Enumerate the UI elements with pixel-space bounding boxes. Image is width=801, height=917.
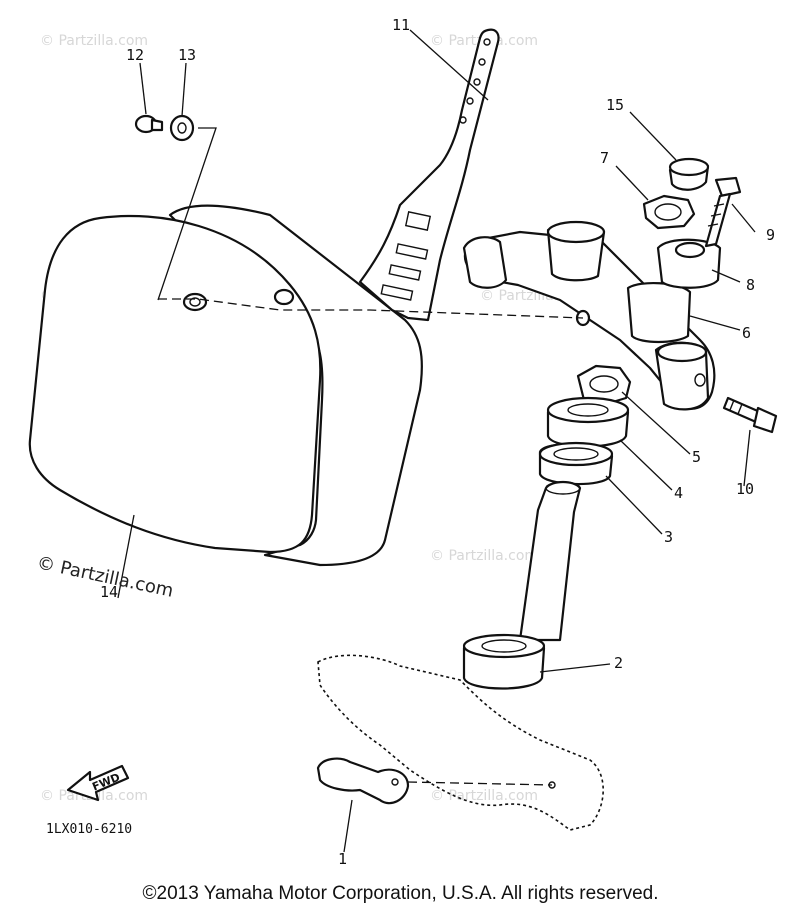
part-labels: 11 12 13 15 7 9 8 6 5 10 4 3 2 1 14 — [100, 16, 775, 868]
cable-guide — [316, 757, 410, 805]
part-label-15: 15 — [606, 96, 624, 114]
watermark: © Partzilla.com — [430, 548, 538, 564]
bolt-12 — [134, 114, 164, 134]
fwd-arrow-icon: FWD — [66, 764, 130, 802]
bolt-10 — [722, 396, 778, 434]
assembly-line — [158, 298, 584, 319]
part-label-7: 7 — [600, 149, 609, 167]
part-label-14: 14 — [100, 583, 118, 601]
part-label-2: 2 — [614, 654, 623, 672]
washer-13 — [169, 114, 195, 142]
part-label-6: 6 — [742, 324, 751, 342]
upper-bracket — [462, 220, 716, 411]
part-label-11: 11 — [392, 16, 410, 34]
part-label-3: 3 — [664, 528, 673, 546]
watermark: © Partzilla.com — [430, 788, 538, 804]
bearing-lower — [462, 633, 546, 690]
upper-holder — [656, 238, 722, 289]
number-plate — [28, 204, 423, 567]
bearing-cover — [546, 396, 630, 448]
copyright-notice: ©2013 Yamaha Motor Corporation, U.S.A. A… — [142, 883, 659, 904]
part-label-9: 9 — [766, 226, 775, 244]
assembly-line — [157, 127, 217, 301]
bolt-9 — [704, 176, 742, 248]
part-label-13: 13 — [178, 46, 196, 64]
part-label-12: 12 — [126, 46, 144, 64]
nut-7 — [642, 194, 696, 230]
diagram-code: 1LX010-6210 — [46, 822, 132, 837]
assembly-line — [407, 781, 553, 786]
part-label-10: 10 — [736, 480, 754, 498]
mounting-strap — [358, 28, 500, 322]
part-label-4: 4 — [674, 484, 683, 502]
bearing-upper — [538, 441, 614, 486]
part-label-1: 1 — [338, 850, 347, 868]
watermark: © Partzilla.com — [40, 33, 148, 49]
part-label-8: 8 — [746, 276, 755, 294]
cap-15 — [668, 157, 710, 191]
part-label-5: 5 — [692, 448, 701, 466]
leader-lines — [117, 29, 756, 853]
